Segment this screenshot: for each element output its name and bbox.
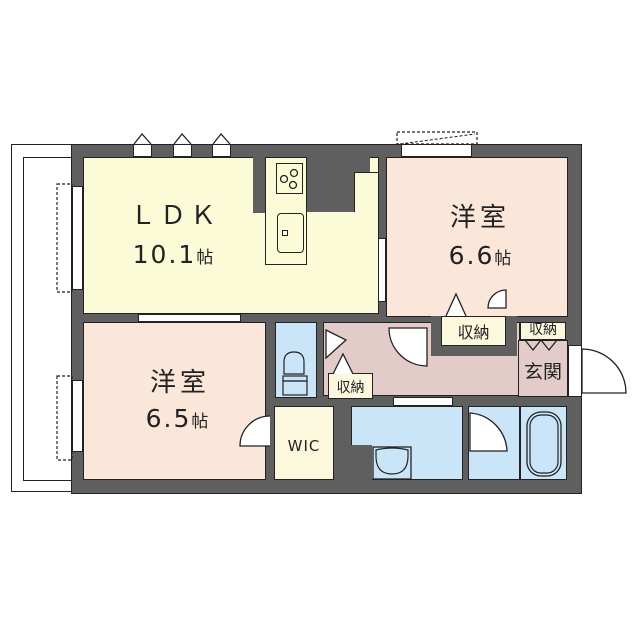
wic-label: WIC	[287, 437, 321, 455]
washbasin-icon	[372, 446, 412, 480]
door-ldk-western1[interactable]	[378, 238, 386, 302]
stove	[276, 163, 303, 194]
room-western-2	[83, 322, 266, 480]
window-ldk-left[interactable]	[72, 186, 83, 290]
window-ldk-top[interactable]	[173, 144, 192, 157]
entrance-label: 玄関	[523, 361, 562, 383]
window-ldk-top[interactable]	[212, 144, 231, 157]
sink-drain-icon	[282, 230, 288, 236]
western2-size: 6.5帖	[145, 404, 209, 433]
balcony-inner	[23, 157, 73, 481]
ldk-size: 10.1帖	[132, 240, 214, 269]
kitchen-counter	[265, 157, 307, 265]
western1-name: 洋室	[449, 203, 510, 233]
window-ldk-top[interactable]	[133, 144, 152, 157]
window-western1-top[interactable]	[401, 144, 472, 157]
ldk-name: ＬＤＫ	[129, 201, 220, 231]
storage-2	[520, 322, 566, 340]
stove-burners-icon	[279, 168, 299, 190]
western1-size: 6.6帖	[448, 241, 512, 270]
storage3-label: 収納	[336, 380, 365, 396]
room-western-1	[386, 157, 568, 317]
toilet-icon	[282, 351, 308, 396]
washroom-notch	[350, 445, 372, 481]
storage-1	[441, 316, 506, 346]
door-washroom[interactable]	[393, 397, 453, 406]
storage2-label: 収納	[529, 322, 557, 338]
door-ldk-western2[interactable]	[138, 314, 241, 322]
bath-divider	[519, 406, 521, 480]
bathtub-icon	[526, 411, 562, 477]
window-western2-left[interactable]	[72, 380, 83, 452]
room-wic	[274, 406, 334, 480]
western2-name: 洋室	[149, 368, 210, 398]
room-toilet	[275, 322, 317, 398]
ldk-notch	[354, 172, 378, 212]
kitchen-sink	[277, 213, 304, 253]
entrance-area	[518, 340, 568, 397]
storage1-label: 収納	[457, 323, 490, 342]
